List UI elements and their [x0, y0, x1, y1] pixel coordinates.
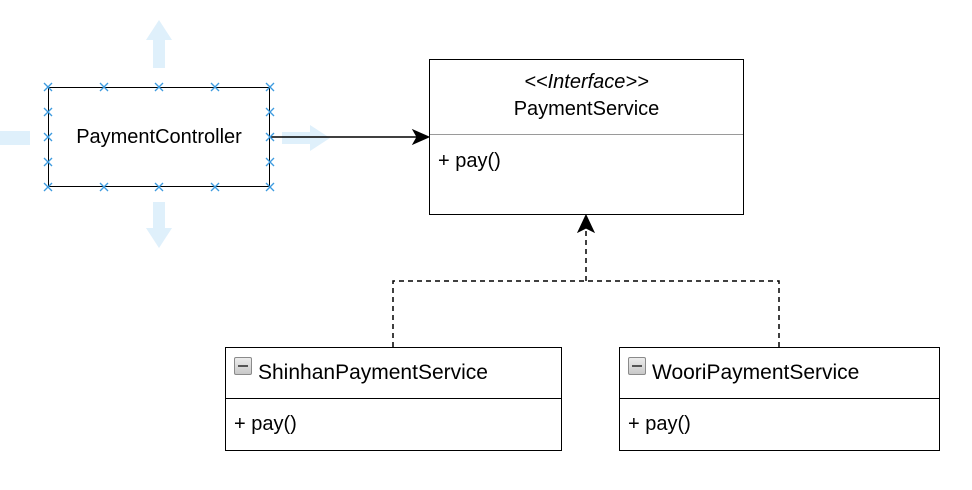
- realization-arrowhead: [576, 213, 596, 234]
- selection-handle-icon[interactable]: [43, 107, 53, 117]
- selection-handle-icon[interactable]: [265, 107, 275, 117]
- class-method[interactable]: + pay(): [234, 413, 297, 435]
- connect-arrow-down-icon[interactable]: [146, 202, 172, 248]
- selection-handle-icon[interactable]: [154, 82, 164, 92]
- collapse-icon[interactable]: [234, 357, 252, 375]
- selection-handle-icon[interactable]: [154, 182, 164, 192]
- shinhan-payment-service-class[interactable]: ShinhanPaymentService + pay(): [225, 347, 562, 451]
- selection-handle-icon[interactable]: [99, 182, 109, 192]
- connect-arrow-right-icon[interactable]: [282, 125, 330, 151]
- connect-arrow-up-icon[interactable]: [146, 20, 172, 68]
- interface-name: PaymentService: [513, 98, 660, 120]
- selection-handle-icon[interactable]: [265, 182, 275, 192]
- association-edge[interactable]: [270, 128, 431, 146]
- selection-handle-icon[interactable]: [210, 182, 220, 192]
- interface-header: <<Interface>> PaymentService: [430, 60, 743, 135]
- selection-handle-icon[interactable]: [265, 82, 275, 92]
- interface-stereotype: <<Interface>>: [524, 71, 649, 93]
- selection-handle-icon[interactable]: [210, 82, 220, 92]
- class-header: WooriPaymentService: [620, 348, 939, 399]
- selection-handle-icon[interactable]: [265, 157, 275, 167]
- interface-method[interactable]: + pay(): [438, 150, 501, 172]
- class-method[interactable]: + pay(): [628, 413, 691, 435]
- class-name: ShinhanPaymentService: [258, 361, 488, 384]
- selection-handle-icon[interactable]: [43, 157, 53, 167]
- selection-handle-icon[interactable]: [43, 82, 53, 92]
- woori-payment-service-class[interactable]: WooriPaymentService + pay(): [619, 347, 940, 451]
- selection-handle-icon[interactable]: [43, 132, 53, 142]
- payment-service-interface[interactable]: <<Interface>> PaymentService + pay(): [429, 59, 744, 215]
- connect-arrow-left-icon[interactable]: [0, 131, 30, 145]
- selection-handle-icon[interactable]: [265, 132, 275, 142]
- selection-handle-icon[interactable]: [99, 82, 109, 92]
- payment-controller-label: PaymentController: [76, 125, 242, 148]
- collapse-icon[interactable]: [628, 357, 646, 375]
- class-header: ShinhanPaymentService: [226, 348, 561, 399]
- class-name: WooriPaymentService: [652, 361, 860, 384]
- selection-handle-icon[interactable]: [43, 182, 53, 192]
